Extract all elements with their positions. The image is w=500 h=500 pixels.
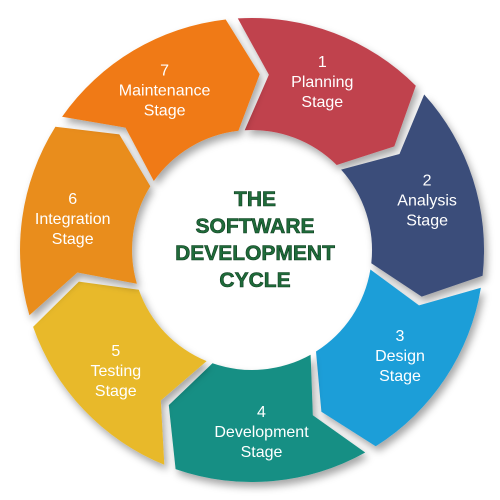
stage-4-name: Development [214, 424, 309, 441]
stage-3-suffix: Stage [379, 368, 421, 385]
stage-arrow-6 [20, 126, 151, 316]
stage-6-name: Integration [35, 211, 111, 228]
stage-arrow-7 [62, 19, 260, 181]
stage-arrow-2 [341, 94, 485, 297]
center-title: THE SOFTWARE DEVELOPMENT CYCLE [175, 188, 336, 293]
stage-arrow-5 [33, 281, 207, 465]
stage-1-name: Planning [291, 74, 353, 91]
stage-2-number: 2 [423, 172, 432, 189]
stage-7-number: 7 [160, 62, 169, 79]
stage-3-name: Design [375, 348, 425, 365]
stage-arrow-1 [237, 17, 416, 165]
stage-2-name: Analysis [397, 192, 457, 209]
segments-layer: 1PlanningStage2AnalysisStage3DesignStage… [20, 17, 485, 483]
stage-6-suffix: Stage [52, 231, 94, 248]
stage-6-number: 6 [68, 191, 77, 208]
stage-5-number: 5 [111, 343, 120, 360]
stage-5-suffix: Stage [95, 383, 137, 400]
stage-2-suffix: Stage [406, 212, 448, 229]
center-title-line-3: DEVELOPMENT [175, 242, 335, 265]
center-title-line-2: SOFTWARE [196, 215, 315, 238]
center-title-line-4: CYCLE [219, 269, 290, 292]
center-title-line-1: THE [234, 188, 276, 211]
stage-1-suffix: Stage [301, 94, 343, 111]
stage-7-name: Maintenance [119, 82, 211, 99]
stage-3-number: 3 [396, 328, 405, 345]
stage-5-name: Testing [90, 363, 141, 380]
stage-1-number: 1 [318, 54, 327, 71]
stage-arrow-3 [316, 269, 481, 447]
stage-arrow-4 [168, 354, 366, 483]
stage-4-suffix: Stage [241, 444, 283, 461]
stage-4-number: 4 [257, 404, 266, 421]
stage-7-suffix: Stage [144, 102, 186, 119]
